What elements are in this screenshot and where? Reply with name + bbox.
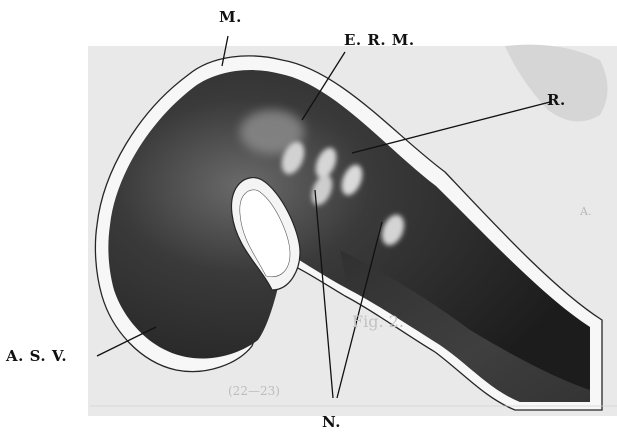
ghost-letter-a: A. xyxy=(580,205,591,218)
label-erm: E. R. M. xyxy=(344,31,415,49)
ghost-caption: (22—23) xyxy=(228,384,280,398)
label-n: N. xyxy=(322,413,341,431)
label-m: M. xyxy=(219,8,242,26)
ghost-fig-label: Fig. 2. xyxy=(352,312,404,331)
label-r: R. xyxy=(547,91,566,109)
label-asv: A. S. V. xyxy=(6,347,67,365)
